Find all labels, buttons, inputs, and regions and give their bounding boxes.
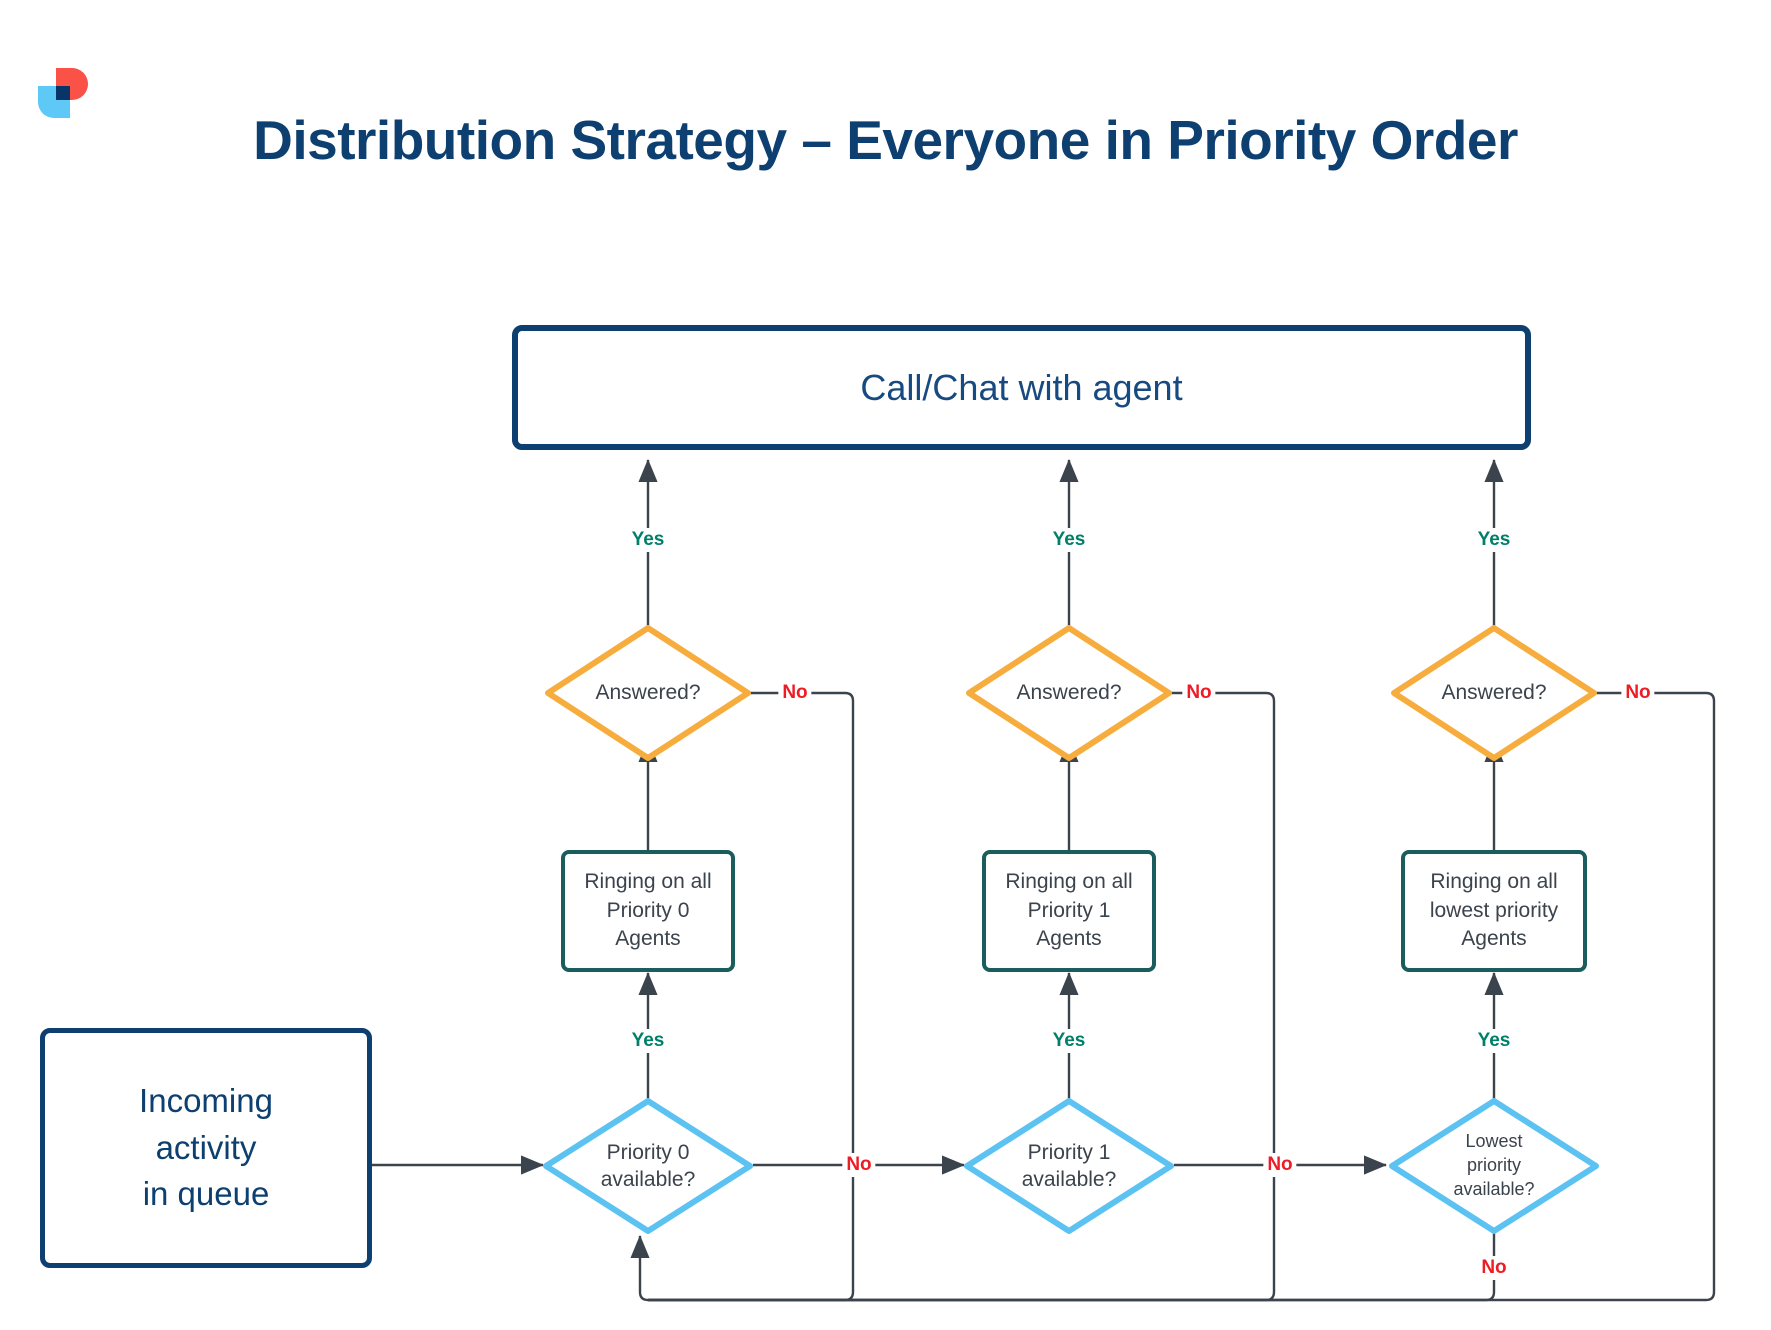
process-ringing-priority-1-line-1: Ringing on all bbox=[1005, 870, 1133, 894]
edge-return-to-p0 bbox=[630, 1235, 650, 1302]
start-box-incoming-activity[interactable]: Incoming activity in queue bbox=[40, 1028, 372, 1268]
edge-label-answered-priority-1-no: No bbox=[1182, 681, 1216, 705]
start-box-line-3: in queue bbox=[142, 1175, 270, 1213]
edge-label-availability-lowest-priority-yes: Yes bbox=[1473, 1029, 1515, 1053]
start-box-line-2: activity bbox=[155, 1128, 257, 1166]
decision-availability-priority-0-label: Priority 0 available? bbox=[600, 1140, 696, 1191]
decision-answered-lowest-priority[interactable]: Answered? bbox=[1391, 625, 1597, 761]
process-ringing-priority-1[interactable]: Ringing on all Priority 1 Agents bbox=[982, 850, 1156, 972]
process-ringing-priority-1-line-3: Agents bbox=[1036, 927, 1102, 951]
page-title: Distribution Strategy – Everyone in Prio… bbox=[253, 109, 1518, 171]
terminal-box-label: Call/Chat with agent bbox=[860, 366, 1183, 408]
edge-label-availability-lowest-priority-no: No bbox=[1477, 1256, 1511, 1280]
decision-availability-lowest-priority-label: Lowest priority available? bbox=[1453, 1131, 1535, 1199]
decision-availability-lowest-priority[interactable]: Lowest priority available? bbox=[1389, 1098, 1599, 1234]
process-ringing-lowest-priority-line-3: Agents bbox=[1461, 927, 1527, 951]
edge-label-answered-priority-0-yes: Yes bbox=[627, 528, 669, 552]
process-ringing-priority-0-line-3: Agents bbox=[615, 927, 681, 951]
process-ringing-priority-1-line-2: Priority 1 bbox=[1027, 898, 1111, 922]
logo-navy-square bbox=[56, 86, 70, 100]
brand-logo-icon bbox=[34, 68, 94, 128]
edge-label-availability-priority-0-no: No bbox=[842, 1153, 876, 1177]
edge-label-availability-priority-1-yes: Yes bbox=[1048, 1029, 1090, 1053]
terminal-box-call-chat[interactable]: Call/Chat with agent bbox=[512, 325, 1531, 450]
edge-label-answered-lowest-priority-yes: Yes bbox=[1473, 528, 1515, 552]
process-ringing-priority-0-line-1: Ringing on all bbox=[584, 870, 712, 894]
edge-answeredlow-no bbox=[648, 691, 1716, 1302]
start-box-line-1: Incoming bbox=[139, 1081, 273, 1119]
edge-plow-no bbox=[648, 1232, 1496, 1302]
edge-label-answered-priority-0-no: No bbox=[778, 681, 812, 705]
decision-answered-priority-1-label: Answered? bbox=[1016, 681, 1122, 705]
process-ringing-lowest-priority[interactable]: Ringing on all lowest priority Agents bbox=[1401, 850, 1587, 972]
decision-answered-lowest-priority-label: Answered? bbox=[1441, 681, 1547, 705]
process-ringing-priority-0[interactable]: Ringing on all Priority 0 Agents bbox=[561, 850, 735, 972]
decision-availability-priority-0[interactable]: Priority 0 available? bbox=[543, 1098, 753, 1234]
decision-answered-priority-0[interactable]: Answered? bbox=[545, 625, 751, 761]
edge-label-answered-priority-1-yes: Yes bbox=[1048, 528, 1090, 552]
decision-availability-priority-1[interactable]: Priority 1 available? bbox=[964, 1098, 1174, 1234]
decision-availability-priority-1-label: Priority 1 available? bbox=[1021, 1140, 1117, 1191]
edge-label-availability-priority-1-no: No bbox=[1263, 1153, 1297, 1177]
edge-label-answered-lowest-priority-no: No bbox=[1621, 681, 1655, 705]
process-ringing-lowest-priority-line-1: Ringing on all bbox=[1430, 870, 1558, 894]
decision-answered-priority-0-label: Answered? bbox=[595, 681, 701, 705]
process-ringing-priority-0-line-2: Priority 0 bbox=[606, 898, 690, 922]
decision-answered-priority-1[interactable]: Answered? bbox=[966, 625, 1172, 761]
edge-label-availability-priority-0-yes: Yes bbox=[627, 1029, 669, 1053]
process-ringing-lowest-priority-line-2: lowest priority bbox=[1429, 898, 1559, 922]
